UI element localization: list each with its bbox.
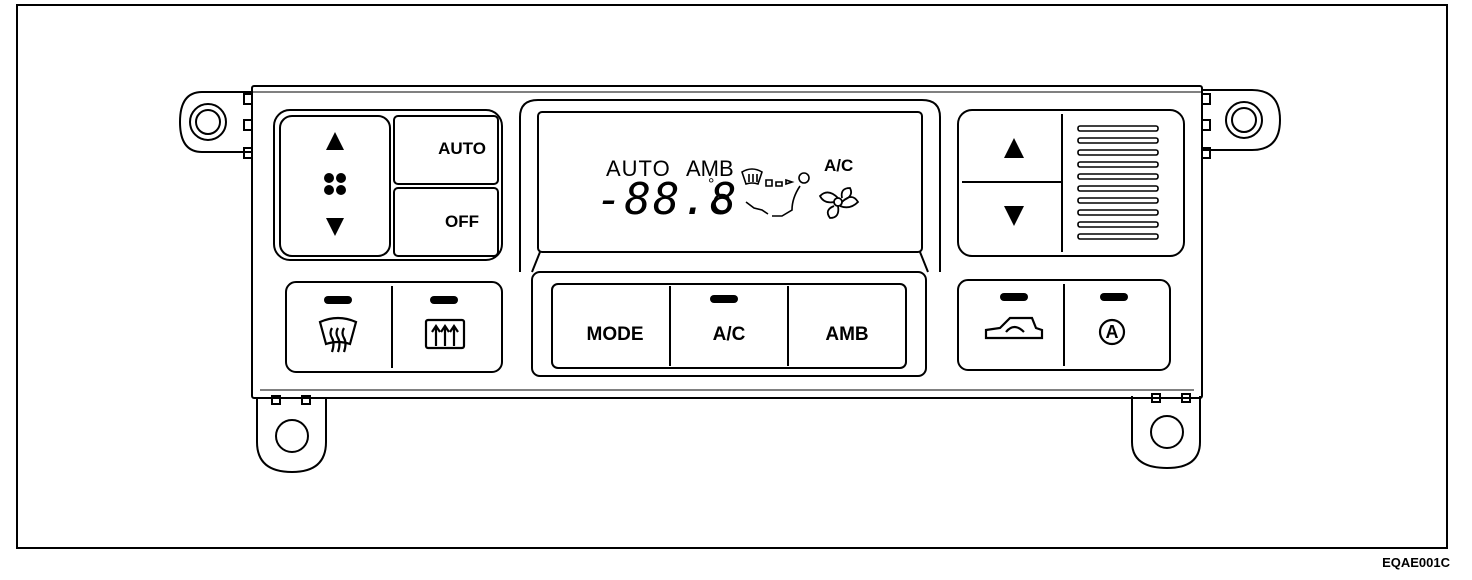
recirculation-button[interactable] <box>962 282 1064 368</box>
ac-led <box>710 295 738 303</box>
lcd-auto-text: AUTO <box>606 156 671 181</box>
rear-defrost-button[interactable] <box>394 282 502 368</box>
ac-button[interactable] <box>672 284 788 368</box>
lcd-unit-symbol: C <box>712 188 731 218</box>
lcd-display <box>741 168 860 219</box>
auto-button[interactable] <box>394 116 498 184</box>
figure-code-label: EQAE001C <box>1382 555 1450 570</box>
amb-button-label: AMB <box>825 324 869 345</box>
temp-up-button[interactable] <box>962 112 1062 182</box>
fan-icon <box>324 173 346 195</box>
off-button[interactable] <box>394 188 498 256</box>
mode-button-label: MODE <box>586 324 644 345</box>
lcd-mode-seat-icon <box>745 172 810 217</box>
front-defrost-button[interactable] <box>288 282 392 368</box>
amb-button[interactable] <box>790 284 906 368</box>
panel-housing <box>251 85 1203 399</box>
left-mounting-ear <box>178 91 252 153</box>
lcd-defrost-icon <box>741 168 763 186</box>
recirculation-icon <box>984 316 1044 340</box>
mode-button[interactable] <box>554 284 670 368</box>
sensor-grille <box>1077 125 1159 240</box>
bottom-right-ear <box>1131 393 1201 470</box>
right-mounting-ear <box>1202 89 1282 151</box>
figure-frame: AUTO OFF AUTO AMB A/C -88.8 ° C MODE A/C… <box>16 4 1448 549</box>
lcd-degree-symbol: ° <box>708 176 715 193</box>
auto-recirc-button[interactable] <box>1066 282 1170 368</box>
rear-defrost-led <box>430 296 458 304</box>
temp-down-arrow-icon <box>1004 206 1024 226</box>
front-defrost-led <box>324 296 352 304</box>
fan-down-button[interactable] <box>281 206 391 256</box>
lcd-ac-text: A/C <box>824 156 854 175</box>
fan-up-button[interactable] <box>281 118 391 168</box>
lcd-digits: -88.8 <box>596 174 739 225</box>
climate-control-panel-drawing <box>178 85 1282 474</box>
off-button-label: OFF <box>445 212 479 231</box>
front-defrost-icon <box>318 316 358 353</box>
temp-down-button[interactable] <box>962 182 1062 252</box>
auto-recirc-circle-icon <box>1098 318 1126 346</box>
bottom-left-ear <box>256 395 327 474</box>
fan-down-arrow-icon <box>326 218 344 236</box>
lcd-amb-text: AMB <box>686 156 734 181</box>
fan-up-arrow-icon <box>326 132 344 150</box>
ac-button-label: A/C <box>712 324 746 345</box>
rear-defrost-icon <box>424 318 466 350</box>
temp-up-arrow-icon <box>1004 138 1024 158</box>
auto-button-label: AUTO <box>438 139 486 158</box>
lcd-fan-icon <box>818 187 860 219</box>
auto-recirc-led <box>1100 293 1128 301</box>
recirc-led <box>1000 293 1028 301</box>
auto-recirc-symbol: A <box>1105 322 1119 342</box>
